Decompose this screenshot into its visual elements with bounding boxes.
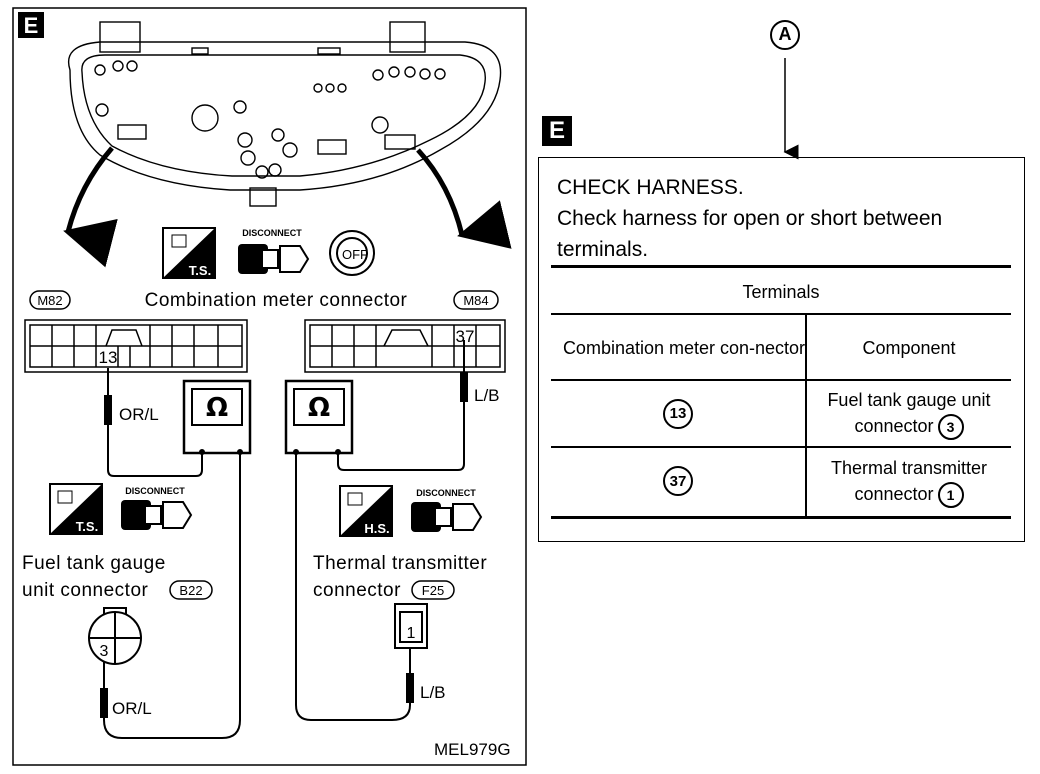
thermal-label-line1: Thermal transmitter [313,553,487,574]
panel-instruction: Check harness for open or short between … [557,207,943,261]
thermal-terminal: 1 [407,625,416,642]
thermal-connector-id: F25 [422,583,444,598]
fuel-connector-id: B22 [179,583,202,598]
divider-top [551,265,1011,268]
wire-left-bottom: OR/L [112,699,152,718]
figure-code: MEL979G [434,740,511,759]
terminal-left-label: 13 [99,348,118,367]
thermal-label-line2: connector [313,580,401,601]
wire-right-top: L/B [474,386,500,405]
divider-row-1 [551,446,1011,448]
component-2-text: Thermal transmitter connector [830,457,988,504]
connector-left-id: M82 [37,293,62,308]
divider-bottom [551,516,1011,519]
svg-text:OFF: OFF [342,247,368,262]
panel-tag-box [18,12,44,38]
panel-header: CHECK HARNESS. Check harness for open or… [557,172,1017,265]
ts-icon-fuel: T.S. [49,483,103,535]
table-group-header: Terminals [742,282,820,302]
left-panel-frame [12,7,527,766]
svg-text:Ω: Ω [308,393,330,423]
terminal-37-badge: 37 [663,466,693,496]
callout-label: A [770,20,800,50]
svg-text:Ω: Ω [206,393,228,423]
check-harness-panel: CHECK HARNESS. Check harness for open or… [538,157,1025,542]
svg-text:H.S.: H.S. [364,521,389,536]
wire-band-left-bottom [100,688,108,718]
harness-wires [103,340,465,739]
left-pointer-arrow [63,146,118,268]
thermal-connector-id-pill [411,580,455,600]
hs-icon-thermal: H.S. [339,485,393,537]
fuel-label-line1: Fuel tank gauge [22,553,166,574]
wire-right-bottom: L/B [420,683,446,702]
table-row-1-terminal: 13 [551,381,805,446]
connector-left-id-pill [29,290,71,310]
component-1-text: Fuel tank gauge unit connector [827,390,991,436]
table-col-1-header: Combination meter con-nector [562,338,806,358]
terminal-right-label: 37 [456,327,475,346]
wire-left-top: OR/L [119,405,159,424]
disconnect-icon-thermal: DISCONNECT [411,488,483,532]
wire-band-right-top [460,372,468,402]
panel-tag: E [24,13,39,38]
fuel-terminal: 3 [100,643,109,660]
panel-heading: CHECK HARNESS. [557,176,744,199]
connector-right-id: M84 [463,293,488,308]
connector-right-id-pill [453,290,499,310]
thermal-transmitter-connector [394,603,428,649]
table-col-2-header: Component [862,338,956,358]
connector-m82 [24,319,248,373]
harness-label: Combination meter connector [145,290,408,311]
connector-m84 [304,319,506,373]
right-pointer-arrow [416,148,512,249]
terminal-13-badge: 13 [663,398,693,429]
svg-text:T.S.: T.S. [189,263,211,278]
panel-tag-right: E [542,116,572,146]
disconnect-icon: DISCONNECT [238,228,310,274]
wire-band-right-bottom [406,673,414,703]
component-2-num: 1 [937,481,964,508]
svg-text:DISCONNECT: DISCONNECT [416,488,476,498]
disconnect-icon-fuel: DISCONNECT [121,486,193,530]
fuel-connector-id-pill [169,580,213,600]
wire-band-left-top [104,395,112,425]
svg-text:T.S.: T.S. [76,519,98,534]
divider-group [551,313,1011,315]
fuel-gauge-connector [88,607,142,665]
svg-text:DISCONNECT: DISCONNECT [242,228,302,238]
ts-icon: T.S. [162,227,216,279]
table-row-2-terminal: 37 [551,448,805,514]
ohmmeter-left: Ω [182,379,252,455]
component-1-num: 3 [937,414,964,440]
ohmmeter-right: Ω [284,379,354,455]
divider-header [551,379,1011,381]
ignition-off-icon: OFF [329,230,375,276]
fuel-label-line2: unit connector [22,580,149,601]
table-col-divider [805,313,807,516]
instrument-cluster [68,21,502,207]
svg-text:DISCONNECT: DISCONNECT [125,486,185,496]
